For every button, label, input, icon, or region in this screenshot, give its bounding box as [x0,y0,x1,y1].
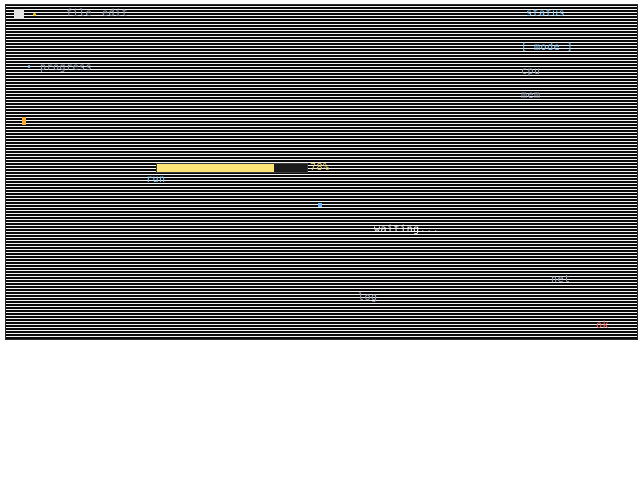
center-message-box: waiting... [346,215,466,247]
menu-item-file[interactable]: file [66,8,93,19]
run-label: run [146,174,166,185]
header-status-label: status [526,8,566,19]
terminal-window: file edit status • progress 78% run wait… [5,4,638,340]
log-label: log [358,292,378,303]
center-message: waiting... [374,224,440,235]
sidebar-item-progress[interactable]: progress [40,62,93,73]
title-bar: file edit status [6,5,637,23]
status-ok-label: ok [596,320,610,331]
right-panel-mem: mem [521,90,541,101]
right-panel-cpu: cpu [521,66,541,77]
right-panel-net: net [551,274,571,285]
progress-fill [157,164,274,172]
scanline-background [6,5,637,339]
warning-marker-icon [22,117,26,125]
sidebar-bullet: • [26,62,33,73]
indicator-icon [318,203,322,207]
progress-bar [156,163,308,173]
right-panel-mode: [ mode ] [521,42,574,53]
close-icon[interactable] [14,9,24,19]
status-dot-icon [33,13,36,16]
progress-label: 78% [310,162,330,173]
menu-item-edit[interactable]: edit [102,8,129,19]
